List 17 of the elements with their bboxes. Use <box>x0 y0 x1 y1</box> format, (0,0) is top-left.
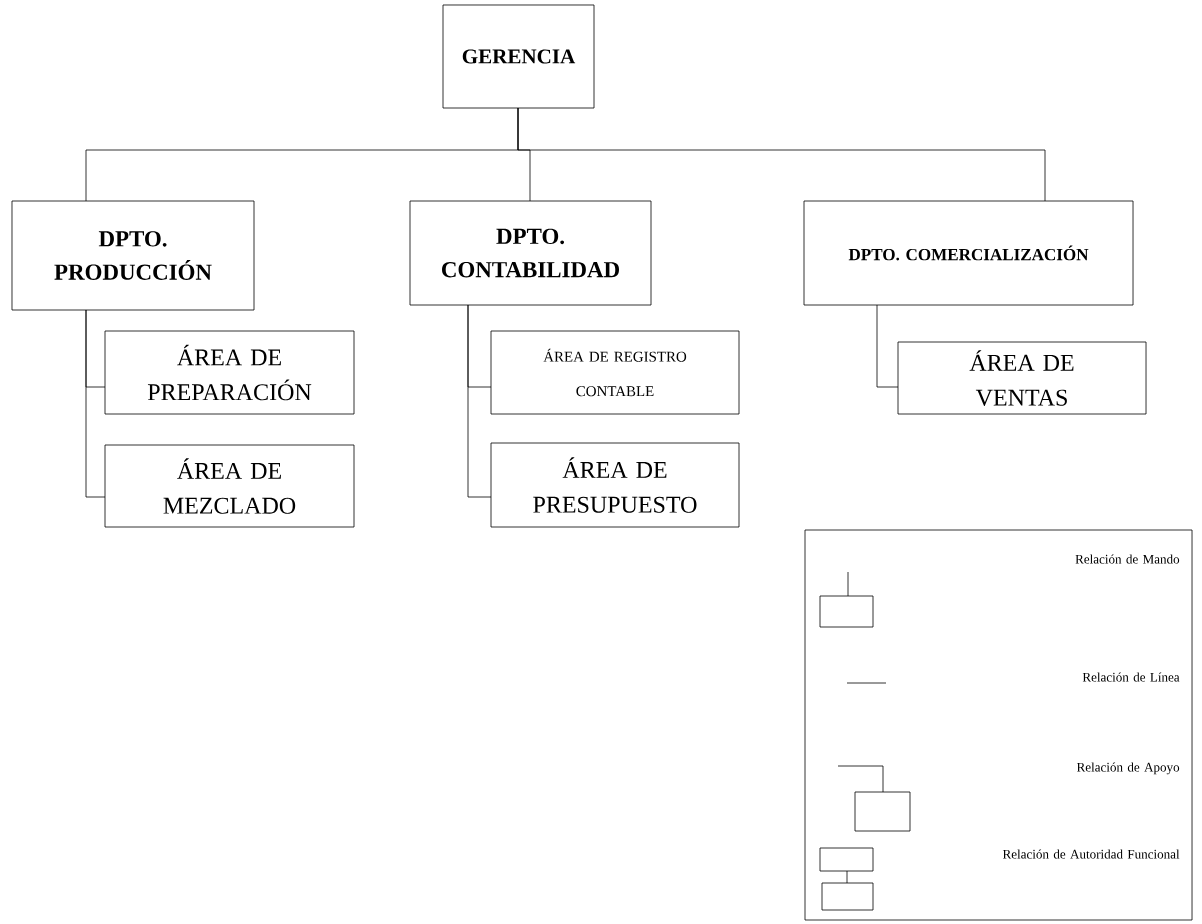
legend-text: Relación de Mando <box>1075 554 1180 564</box>
connector-line <box>85 309 106 498</box>
legend-text: Relación de Autoridad Funcional <box>1002 849 1180 859</box>
org-box: ÁREA DE PREPARACIÓN <box>104 330 355 415</box>
org-box: GERENCIA <box>442 4 595 109</box>
connector-line <box>517 107 1046 202</box>
connector-line <box>876 304 899 388</box>
org-box: ÁREA DE REGISTRO CONTABLE <box>490 330 740 415</box>
legend-text: Relación de Línea <box>1082 672 1180 682</box>
org-box: DPTO. CONTABILIDAD <box>409 200 652 306</box>
org-box: DPTO. PRODUCCIÓN <box>11 200 255 311</box>
org-box: ÁREA DE PRESUPUESTO <box>490 442 740 528</box>
connector-line <box>467 304 492 498</box>
org-box: DPTO. COMERCIALIZACIÓN <box>803 200 1134 306</box>
org-box: ÁREA DE VENTAS <box>897 341 1147 415</box>
legend-text: Relación de Apoyo <box>1076 762 1180 775</box>
org-box: ÁREA DE MEZCLADO <box>104 444 355 528</box>
